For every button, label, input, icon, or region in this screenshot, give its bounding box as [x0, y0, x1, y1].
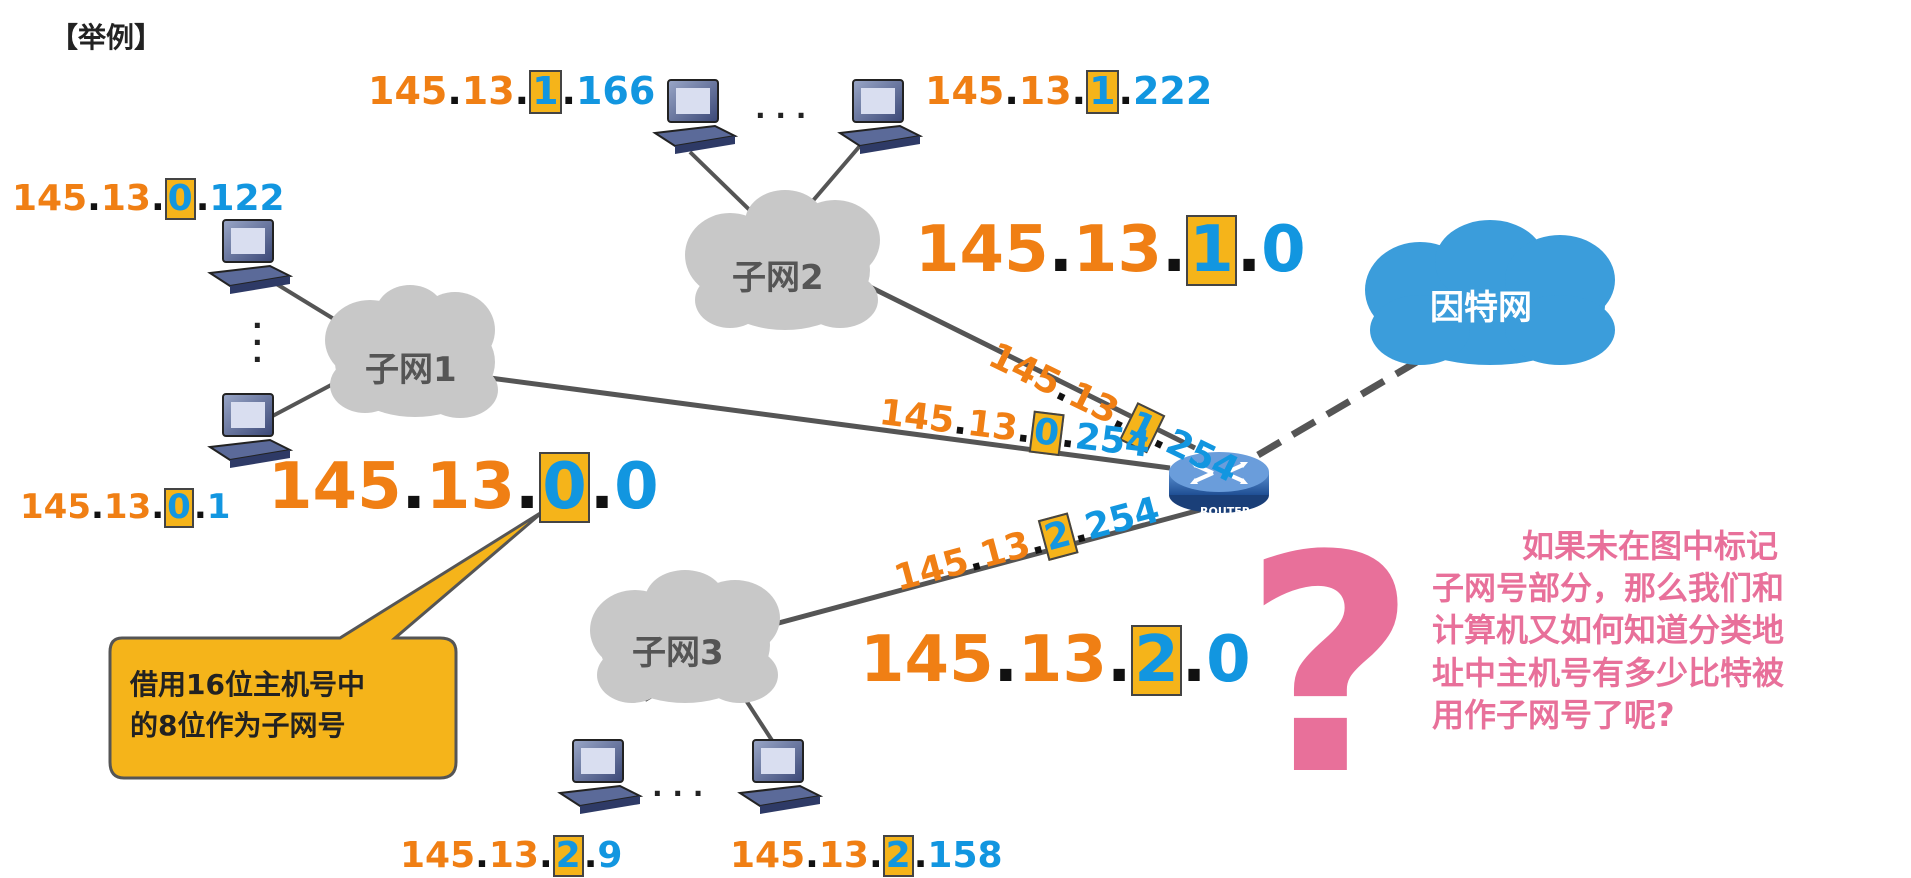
ellipsis-subnet1: · · ·	[252, 309, 263, 376]
question-line: 计算机又如何知道分类地	[1432, 611, 1785, 650]
computer-icon	[652, 79, 739, 154]
cloud-subnet2	[685, 190, 880, 330]
computer-icon	[737, 739, 824, 814]
cloud-label-internet: 因特网	[1430, 288, 1532, 328]
slide-title: 【举例】	[50, 21, 163, 54]
question-text: 如果未在图中标记 子网号部分，那么我们和 计算机又如何知道分类地 址中主机号有多…	[1432, 525, 1902, 736]
question-mark-glyph: ?	[1243, 492, 1417, 841]
cloud-subnet3	[590, 570, 780, 703]
link-router-internet	[1256, 356, 1422, 459]
callout-text: 借用16位主机号中 的8位作为子网号	[130, 665, 365, 746]
router-label: ROUTER	[1200, 505, 1251, 518]
cloud-label-subnet1: 子网1	[365, 350, 457, 390]
ip-label-pc-s2-right: 145.13.1.222	[925, 69, 1213, 114]
question-line: 用作子网号了呢?	[1432, 695, 1675, 734]
ellipsis-subnet3: . . .	[652, 770, 704, 803]
network-address-subnet3: 145.13.2.0	[860, 623, 1251, 697]
ip-label-pc-s2-left: 145.13.1.166	[368, 69, 656, 114]
network-address-subnet1: 145.13.0.0	[268, 450, 659, 524]
callout-balloon	[108, 508, 546, 780]
ip-label-pc-s3-right: 145.13.2.158	[730, 835, 1003, 877]
question-line: 如果未在图中标记	[1522, 527, 1779, 565]
ip-label-pc-s1-bot: 145.13.0.1	[20, 487, 231, 528]
callout-line: 的8位作为子网号	[130, 708, 346, 742]
question-line: 址中主机号有多少比特被	[1432, 653, 1785, 692]
link-pc-s2-right	[803, 138, 867, 212]
computer-icon	[837, 79, 924, 154]
ellipsis-subnet2: . . .	[755, 92, 807, 125]
router-icon	[1169, 452, 1269, 513]
link-subnet3-router	[759, 507, 1201, 631]
cloud-label-subnet2: 子网2	[732, 258, 824, 298]
computer-icon	[207, 219, 294, 294]
computer-icon	[557, 739, 644, 814]
cloud-label-subnet3: 子网3	[632, 633, 724, 673]
ip-label-pc-s1-top: 145.13.0.122	[12, 178, 285, 220]
computer-icon	[207, 393, 294, 468]
callout-line: 借用16位主机号中	[130, 668, 365, 701]
cloud-subnet1	[325, 285, 498, 418]
ip-label-pc-s3-left: 145.13.2.9	[400, 835, 623, 877]
cloud-internet	[1365, 220, 1615, 365]
question-line: 子网号部分，那么我们和	[1432, 569, 1785, 608]
network-address-subnet2: 145.13.1.0	[915, 213, 1306, 287]
